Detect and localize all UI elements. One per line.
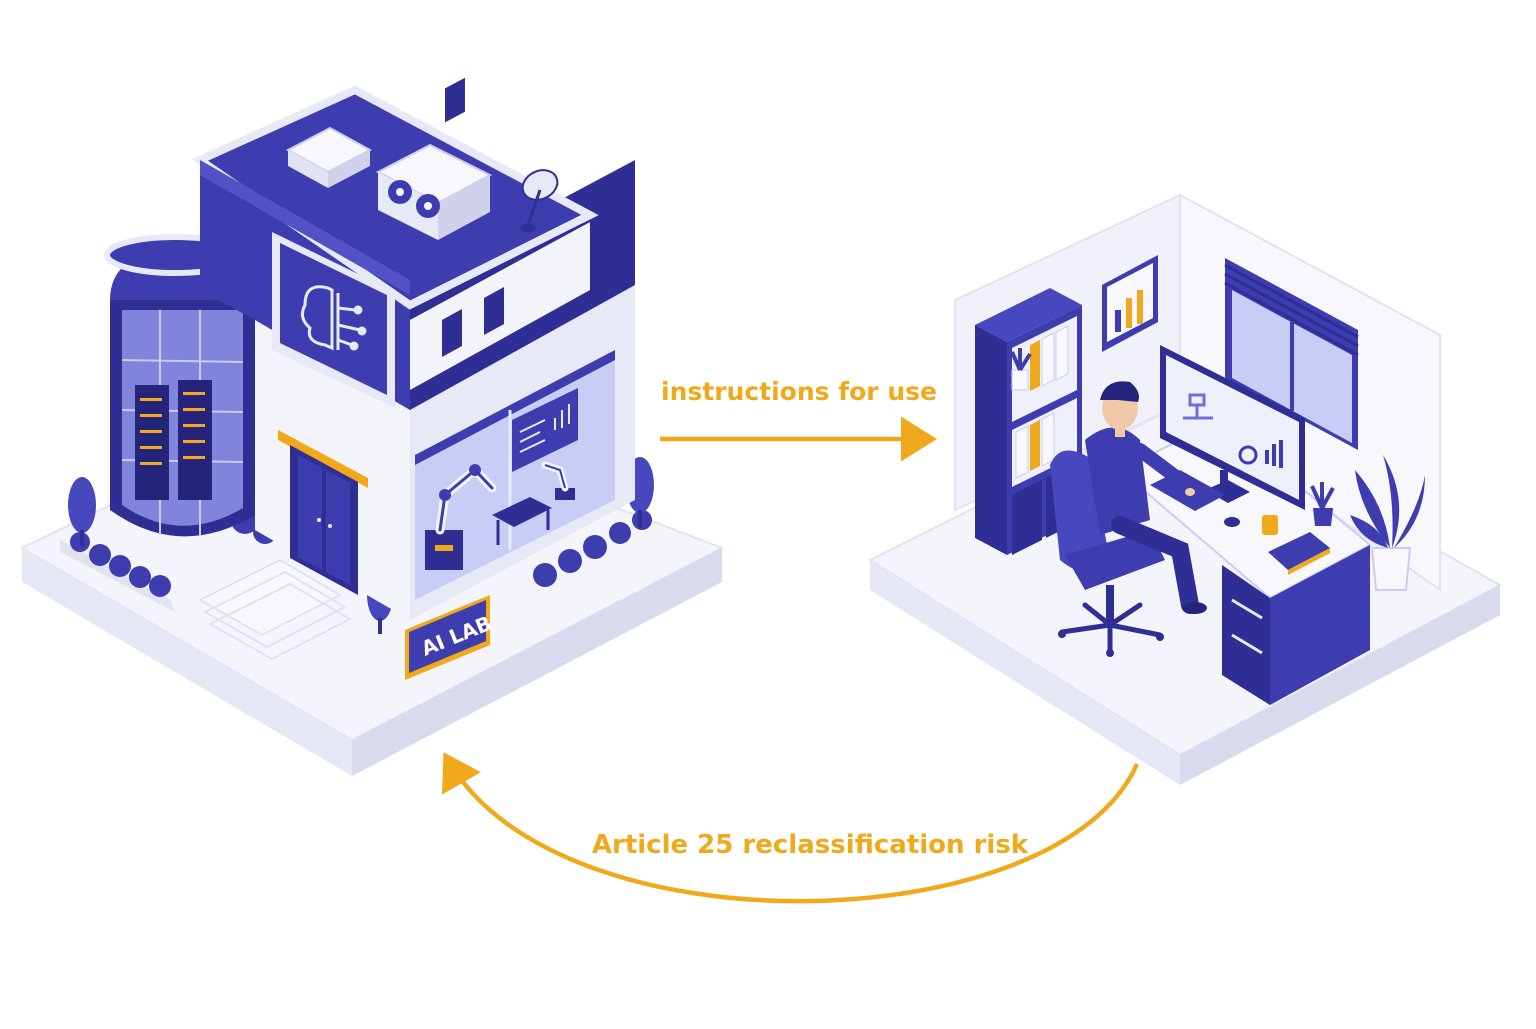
arrow-reclassification-curve: [442, 752, 1140, 904]
robot-arm-icon: [425, 461, 575, 570]
brain-billboard: [272, 232, 395, 408]
server-racks: [135, 380, 212, 500]
arrow-instructions: instructions for use: [660, 377, 937, 462]
wall-chart-frame: [1102, 255, 1158, 352]
office-worker-icon: [1050, 381, 1207, 657]
ai-lab-building: AI LAB: [19, 77, 725, 776]
office-room: [867, 193, 1503, 785]
arrow-instructions-label: instructions for use: [661, 377, 937, 406]
brain-circuit-icon: [300, 285, 367, 351]
rooftop-equipment: [285, 126, 559, 240]
office-desk: [1118, 418, 1372, 705]
arrow-reclassification-label: Article 25 reclassification risk: [592, 830, 1029, 860]
lab-entrance: [197, 430, 368, 661]
office-plants: [1310, 455, 1425, 591]
lab-window: [415, 350, 615, 600]
arrow-reclassification: Article 25 reclassification risk: [442, 752, 1140, 904]
office-window: [1224, 258, 1359, 450]
